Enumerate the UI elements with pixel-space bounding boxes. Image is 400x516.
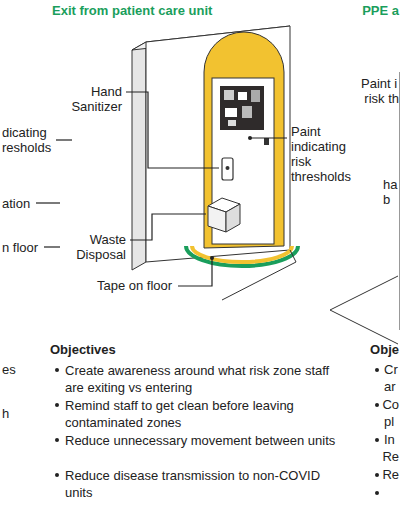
partial-label: Co: [382, 397, 399, 412]
floor-edge: [222, 262, 296, 300]
partial-label: Paint i: [361, 76, 397, 91]
objectives-heading: Objectives: [50, 342, 116, 357]
notice: [228, 120, 236, 126]
hand-sanitizer: [222, 158, 233, 180]
floor-tape: [186, 246, 298, 266]
waste-bin: [226, 204, 240, 232]
leader-dot: [210, 256, 214, 260]
notice: [238, 92, 247, 100]
leader-line: [56, 139, 72, 140]
objective-item: Reduce unnecessary movement between unit…: [65, 432, 343, 449]
door-sign: [264, 138, 269, 145]
objective-item: Reduce disease transmission to non-COVID…: [65, 467, 343, 501]
notice: [242, 106, 252, 118]
leader-dot: [248, 136, 252, 140]
notice: [224, 90, 234, 100]
notice-board: [220, 86, 264, 130]
partial-label: h: [2, 406, 9, 421]
partial-label: Cr: [384, 362, 398, 377]
floor-tape: [192, 246, 292, 262]
wall-edge: [132, 42, 146, 270]
notice: [225, 108, 237, 117]
partial-label: pl: [384, 414, 394, 429]
waste-bin: [208, 206, 226, 232]
leader-line: [44, 246, 60, 247]
callout-label: Waste Disposal: [66, 232, 126, 262]
sanitizer-button: [226, 166, 230, 170]
callout-label: Tape on floor: [97, 278, 172, 293]
partial-label: ar: [384, 379, 396, 394]
objectives-heading: Obje: [370, 342, 399, 357]
leader-line: [178, 258, 212, 286]
callout-label: Hand Sanitizer: [60, 84, 122, 114]
partial-label: resholds: [2, 140, 51, 155]
objective-item: Create awareness around what risk zone s…: [65, 362, 343, 396]
partial-label: n floor: [2, 240, 38, 255]
callout-label: Paint indicating risk thresholds: [291, 124, 363, 184]
objective-item: Remind staff to get clean before leaving…: [65, 397, 343, 431]
wall-face: [146, 26, 290, 262]
partial-label: Re: [382, 449, 399, 464]
partial-label: ha: [383, 177, 397, 192]
floor-edge: [290, 250, 296, 262]
leader-line: [36, 202, 60, 203]
partial-label: In: [384, 432, 395, 447]
notice: [251, 90, 260, 102]
section-title: Exit from patient care unit: [52, 3, 212, 18]
floor-edge: [330, 276, 398, 310]
section-title: PPE a: [362, 3, 399, 18]
partial-label: ation: [2, 196, 30, 211]
partial-label: es: [2, 362, 16, 377]
partial-label: dicating: [2, 125, 47, 140]
floor-edge: [330, 310, 398, 344]
leader-line: [250, 137, 287, 138]
leader-line: [126, 92, 219, 168]
risk-paint: [204, 32, 284, 248]
partial-label: b: [383, 192, 390, 207]
partial-label: Re: [382, 467, 399, 482]
partial-label: risk th: [364, 91, 399, 106]
leader-line: [130, 214, 206, 240]
